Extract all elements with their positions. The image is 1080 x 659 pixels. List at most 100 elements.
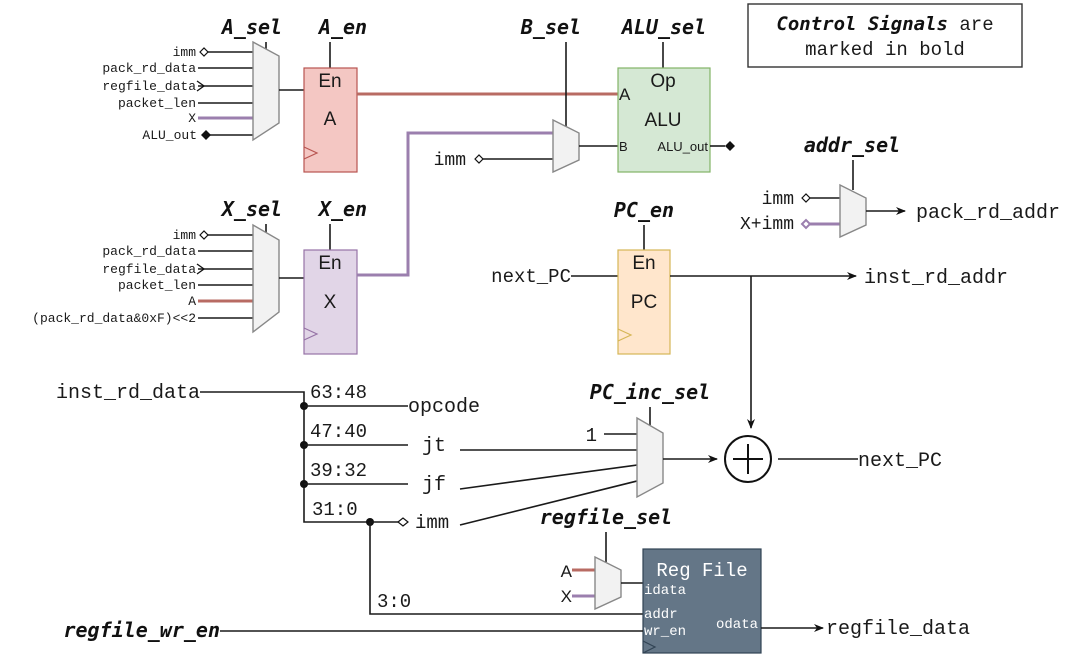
a-mux-input-packet-len: packet_len [118, 96, 196, 111]
regfile-block [642, 548, 762, 654]
open-diamond-icon [199, 47, 209, 57]
field-name-jf: jf [422, 474, 446, 497]
x-select-mux-group: X_sel imm pack_rd_data regfile_data pack… [32, 197, 304, 334]
inst-rd-addr-output: inst_rd_addr [864, 267, 1008, 290]
x-sel-label: X_sel [220, 197, 282, 221]
regfile-group: regfile_sel A X Reg File idata addr wr_e… [63, 505, 970, 654]
register-x: X_en En X [303, 197, 367, 355]
a-mux-input-pack-rd-data: pack_rd_data [102, 61, 196, 76]
register-pc: PC_en next_PC En PC inst_rd_addr [491, 198, 1008, 429]
regfile-sel-label: regfile_sel [540, 505, 672, 529]
register-a: A_en En A [303, 15, 367, 173]
chevron-right-icon [196, 80, 206, 92]
clock-icon [642, 640, 657, 654]
addr-bits-label: 3:0 [377, 591, 411, 613]
pc-inc-sel-label: PC_inc_sel [590, 380, 710, 404]
pc-inc-mux-group: PC_inc_sel 1 next_PC [459, 380, 942, 526]
pc-register-name: PC [631, 292, 657, 313]
clock-icon [617, 328, 633, 342]
b-sel-label: B_sel [520, 15, 581, 39]
b-select-mux-group: B_sel imm [434, 15, 618, 174]
svg-text:Control Signals are: Control Signals are [776, 13, 993, 36]
pc-inc-const-1: 1 [586, 425, 597, 447]
field-bits-opcode: 63:48 [310, 382, 367, 404]
x-mux-input-shifted: (pack_rd_data&0xF)<<2 [32, 311, 196, 326]
a-register-name: A [324, 109, 337, 130]
regfile-mux-input-x: X [561, 587, 572, 606]
addr-mux-input-imm: imm [762, 190, 794, 210]
instruction-decode: inst_rd_data 63:48 opcode 47:40 jt 39:32… [56, 382, 643, 615]
x-en-label: X_en [317, 197, 367, 221]
alu-port-a: A [619, 85, 631, 104]
legend-bold-text: Control Signals [776, 13, 948, 35]
regfile-data-output: regfile_data [826, 618, 970, 641]
alu-port-b: B [619, 139, 628, 154]
open-diamond-icon [474, 154, 484, 164]
a-en-port: En [318, 71, 341, 92]
field-bits-jf: 39:32 [310, 460, 367, 482]
regfile-select-mux [594, 555, 622, 611]
adder-icon [724, 435, 772, 483]
addr-select-mux-group: addr_sel imm X+imm pack_rd_addr [740, 133, 1060, 239]
b-select-mux [552, 118, 580, 174]
alu-sel-label: ALU_sel [620, 15, 706, 39]
regfile-odata-port: odata [716, 617, 758, 633]
regfile-addr-port: addr [644, 607, 678, 623]
x-mux-input-pack-rd-data: pack_rd_data [102, 244, 196, 259]
x-select-mux [252, 223, 280, 334]
next-pc-input-label: next_PC [491, 266, 571, 288]
pc-en-port: En [632, 253, 655, 274]
regfile-idata-port: idata [644, 583, 686, 599]
x-mux-input-imm: imm [173, 228, 197, 243]
regfile-wr-en-label: regfile_wr_en [63, 618, 220, 642]
legend-text-rest: are [948, 14, 994, 36]
legend-box: Control Signals are marked in bold [747, 3, 1023, 68]
x-mux-input-packet-len: packet_len [118, 278, 196, 293]
a-mux-input-alu-out: ALU_out [142, 128, 197, 143]
open-diamond-icon [397, 517, 409, 527]
field-name-jt: jt [422, 435, 446, 458]
a-select-mux-group: A_sel imm pack_rd_data regfile_data pack… [102, 15, 304, 143]
pc-en-label: PC_en [614, 198, 674, 222]
a-en-label: A_en [317, 15, 367, 39]
alu-block: ALU_sel Op A ALU B ALU_out [617, 15, 735, 173]
inst-rd-data-label: inst_rd_data [56, 382, 200, 405]
field-bits-imm: 31:0 [312, 499, 358, 521]
b-mux-imm-label: imm [434, 151, 466, 171]
filled-diamond-icon [725, 141, 735, 151]
filled-diamond-icon [201, 130, 211, 140]
addr-select-mux [839, 183, 867, 239]
a-mux-input-imm: imm [173, 45, 197, 60]
x-mux-input-a: A [188, 294, 196, 309]
pc-inc-select-mux [636, 416, 664, 499]
clock-icon [303, 146, 319, 160]
pack-rd-addr-output: pack_rd_addr [916, 202, 1060, 225]
legend-text-line2: marked in bold [805, 39, 965, 61]
a-mux-input-x: X [188, 111, 196, 126]
addr-sel-label: addr_sel [804, 133, 900, 157]
alu-out-port: ALU_out [657, 139, 708, 154]
x-mux-input-regfile-data: regfile_data [102, 262, 196, 277]
regfile-wr-en-port: wr_en [644, 624, 686, 640]
open-diamond-icon [800, 218, 812, 230]
regfile-mux-input-a: A [561, 562, 573, 581]
chevron-right-icon [196, 263, 206, 275]
a-sel-label: A_sel [220, 15, 282, 39]
field-name-opcode: opcode [408, 396, 480, 419]
addr-mux-input-x-plus-imm: X+imm [740, 215, 794, 235]
wire-x-to-b-mux [357, 131, 553, 277]
a-select-mux [252, 40, 280, 142]
field-name-imm: imm [415, 512, 449, 534]
a-mux-input-regfile-data: regfile_data [102, 79, 196, 94]
field-bits-jt: 47:40 [310, 421, 367, 443]
alu-name: ALU [645, 110, 682, 131]
alu-op-port: Op [650, 71, 675, 92]
open-diamond-icon [199, 230, 209, 240]
open-diamond-icon [801, 193, 811, 203]
x-en-port: En [318, 253, 341, 274]
next-pc-output: next_PC [858, 450, 942, 473]
clock-icon [303, 327, 319, 341]
regfile-title: Reg File [656, 560, 747, 582]
x-register-name: X [324, 292, 337, 313]
